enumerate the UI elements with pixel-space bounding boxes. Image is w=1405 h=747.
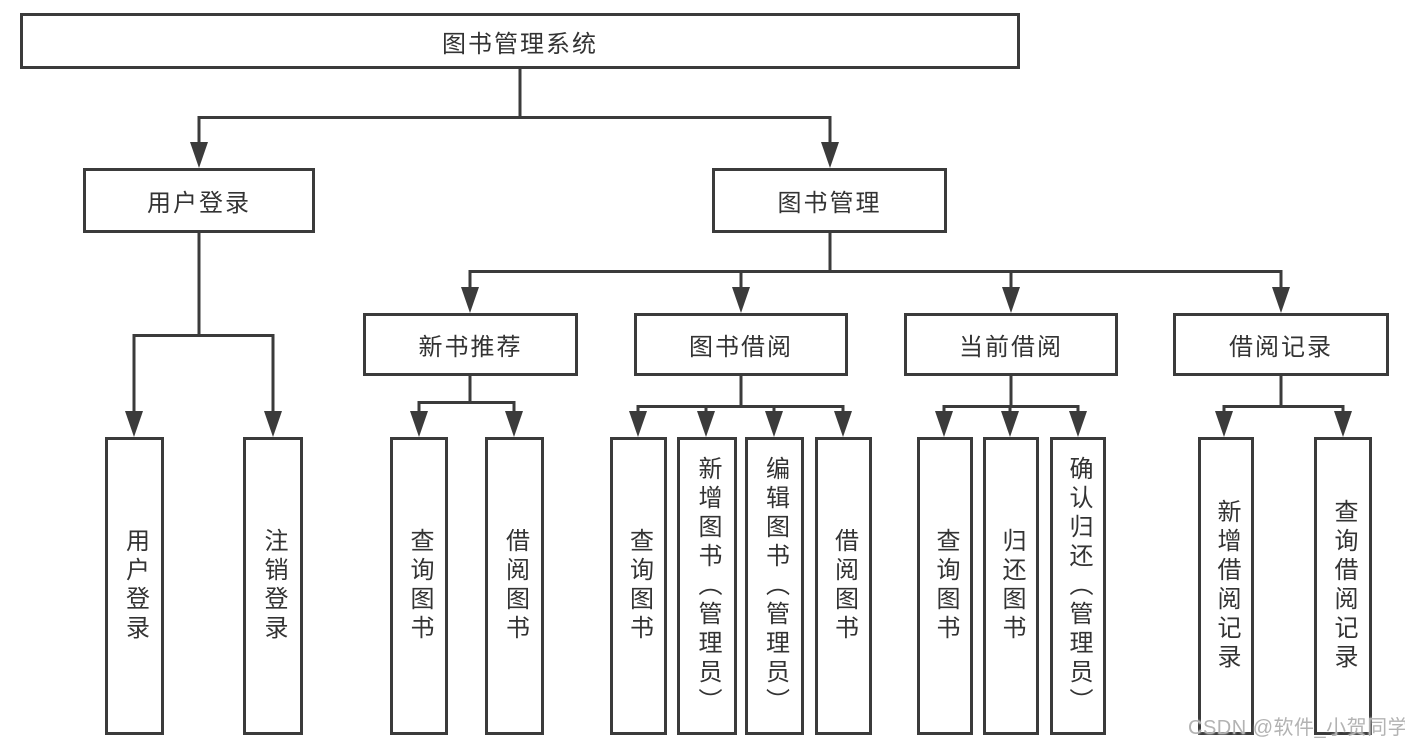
leaf-borrow-books: 借阅图书	[815, 437, 872, 735]
node-label: 图书管理	[777, 190, 882, 217]
leaf-label: 新增图书（管理员）	[694, 455, 721, 717]
leaf-user-login: 用户登录	[105, 437, 164, 735]
leaf-edit-books-admin: 编辑图书（管理员）	[745, 437, 804, 735]
node-label: 新书推荐	[418, 334, 523, 361]
leaf-query-books-recommendation: 查询图书	[390, 437, 448, 735]
leaf-label: 归还图书	[998, 528, 1025, 644]
leaf-logout: 注销登录	[243, 437, 303, 735]
leaf-label: 查询借阅记录	[1330, 499, 1357, 673]
leaf-query-books-borrowing: 查询图书	[610, 437, 667, 735]
connector-book-management-children	[461, 233, 1290, 313]
connector-root-to-level2	[190, 69, 839, 168]
node-label: 借阅记录	[1229, 334, 1333, 361]
connector-records-children	[1215, 376, 1352, 437]
leaf-label: 查询图书	[625, 528, 653, 644]
leaf-label: 编辑图书（管理员）	[761, 455, 789, 717]
node-current-borrowing: 当前借阅	[904, 313, 1118, 376]
leaf-label: 借阅图书	[830, 528, 858, 644]
node-book-management: 图书管理	[712, 168, 947, 233]
leaf-label: 新增借阅记录	[1213, 499, 1240, 673]
leaf-add-borrowing-record: 新增借阅记录	[1198, 437, 1254, 735]
node-label: 用户登录	[147, 190, 251, 217]
leaf-label: 注销登录	[260, 528, 287, 644]
csdn-watermark: CSDN @软件_小贺同学	[1188, 717, 1405, 739]
leaf-query-books-current: 查询图书	[917, 437, 973, 735]
leaf-label: 查询图书	[932, 528, 959, 644]
node-book-borrowing: 图书借阅	[634, 313, 848, 376]
node-library-management-system: 图书管理系统	[20, 13, 1020, 69]
leaf-label: 用户登录	[121, 528, 149, 644]
leaf-borrow-books-recommendation: 借阅图书	[485, 437, 544, 735]
connector-current-borrowing-children	[935, 376, 1087, 437]
leaf-label: 确认归还（管理员）	[1065, 455, 1092, 717]
leaf-label: 查询图书	[406, 528, 433, 644]
node-borrowing-records: 借阅记录	[1173, 313, 1389, 376]
leaf-query-borrowing-record: 查询借阅记录	[1314, 437, 1372, 735]
connector-user-login-children	[125, 233, 282, 437]
leaf-confirm-return-admin: 确认归还（管理员）	[1050, 437, 1106, 735]
node-label: 图书管理系统	[442, 30, 598, 58]
node-user-login: 用户登录	[83, 168, 315, 233]
leaf-return-books: 归还图书	[983, 437, 1039, 735]
node-label: 当前借阅	[959, 334, 1063, 361]
leaf-label: 借阅图书	[501, 528, 529, 644]
node-label: 图书借阅	[689, 334, 793, 361]
leaf-add-books-admin: 新增图书（管理员）	[677, 437, 737, 735]
connector-borrowing-children	[629, 376, 852, 437]
node-new-book-recommendation: 新书推荐	[363, 313, 578, 376]
connector-recommendation-children	[410, 376, 523, 437]
